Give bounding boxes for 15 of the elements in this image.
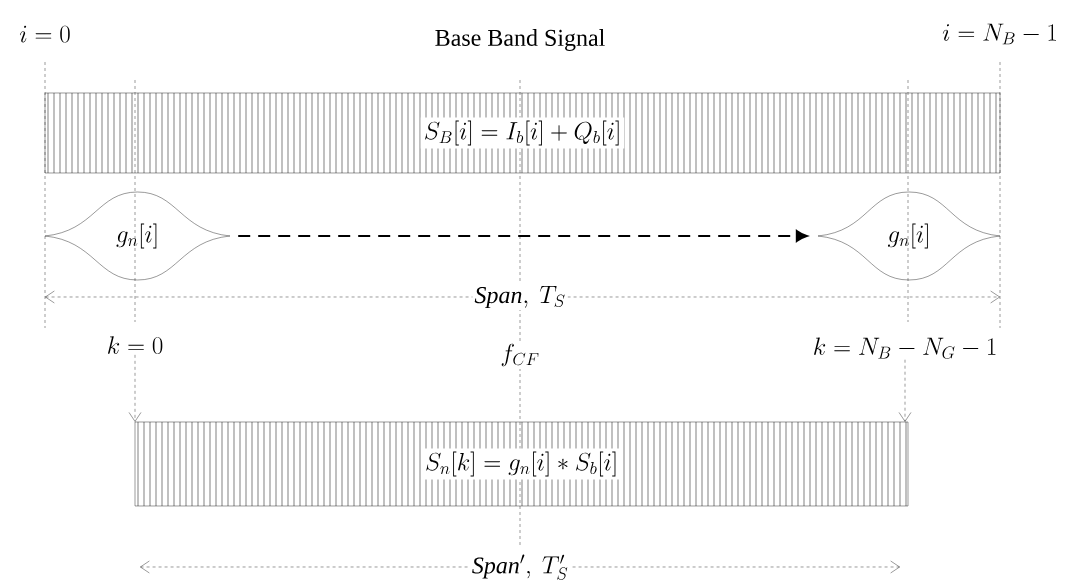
index-label: $k=0$ [108,336,163,354]
dimension-label: $\mathit{Span}',\ T_S'$ [469,552,571,582]
signal-band: $S_n[k]=g_n[i]*S_b[i]$ [134,421,909,507]
arrow [128,354,142,422]
signal-band: $S_B[i]=I_b[i]+Q_b[i]$ [44,92,1001,174]
arrow [237,230,808,242]
dimension-label: $\mathit{Span},\ T_S$ [472,283,568,311]
title: Base Band Signal [435,29,605,51]
index-label: $i=N_B-1$ [939,20,1061,48]
window-lens: $g_n[i]$ [817,191,1001,281]
window-lens: $g_n[i]$ [44,191,231,281]
index-label: $f_{CF}$ [497,340,543,370]
arrow [898,359,912,422]
index-label: $k=N_B-N_G-1$ [814,337,996,359]
index-label: $i=0$ [16,22,74,46]
